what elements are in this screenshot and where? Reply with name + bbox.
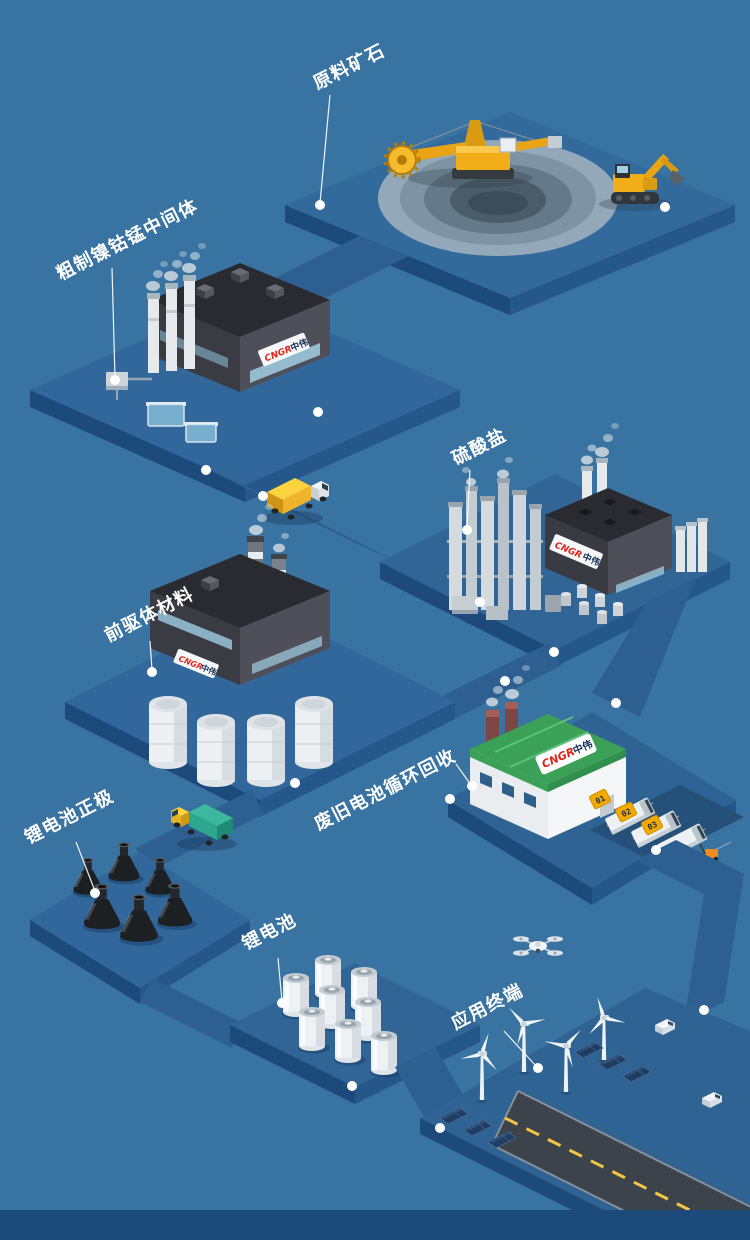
sulfate-plant-building: CNGR 中伟	[545, 423, 708, 595]
path-node-dot	[699, 1005, 709, 1015]
battery-cell	[334, 1019, 366, 1066]
smoke	[581, 423, 619, 465]
label-line-recycling	[455, 763, 472, 786]
bucket-wheel-excavator-illustration	[383, 120, 562, 188]
label-lines	[75, 94, 537, 1067]
dock-number-sign: 01	[588, 788, 612, 810]
path-node-dot	[651, 845, 661, 855]
dock-number-sign: 03	[640, 814, 664, 836]
green-truck-illustration	[171, 804, 237, 851]
solar-panel	[574, 1041, 604, 1059]
smoke	[146, 243, 206, 291]
path-node-dot	[660, 202, 670, 212]
solar-panel	[463, 1119, 493, 1137]
flask	[144, 857, 179, 898]
solar-panel	[439, 1107, 469, 1125]
smoke	[249, 504, 289, 553]
path-node-dot	[290, 778, 300, 788]
path-node-dot	[347, 1081, 357, 1091]
path-node-dot	[258, 491, 268, 501]
path-node-dot	[435, 1123, 445, 1133]
path-node-dot	[315, 200, 325, 210]
van-illustration	[702, 1092, 722, 1108]
path-ribbon	[636, 840, 744, 894]
flask	[107, 842, 144, 885]
platform-front-band	[0, 1210, 750, 1240]
platform-precursor: CNGR 中伟	[65, 504, 455, 817]
label-line-sulfate	[466, 469, 471, 529]
platform-recycling: CNGR 中伟 01	[448, 665, 744, 905]
wind-turbine	[544, 1029, 581, 1095]
chemical-columns	[447, 457, 543, 620]
battery-cell	[370, 1031, 402, 1078]
path-ribbon	[684, 874, 744, 1022]
path-ribbon	[185, 458, 404, 565]
path-node-dot	[549, 647, 559, 657]
path-node-dot	[445, 794, 455, 804]
path-node-dot	[277, 998, 287, 1008]
flask	[119, 894, 164, 946]
recycling-plant-illustration: CNGR 中伟	[470, 714, 626, 839]
delivery-truck-illustration	[263, 478, 329, 525]
solar-panel	[622, 1065, 652, 1083]
smoke	[462, 457, 513, 486]
platform-crude-intermediate: CNGR 中伟	[30, 243, 460, 502]
label-line-raw-ore	[319, 94, 331, 204]
excavator-illustration	[599, 154, 685, 211]
precursor-factory-illustration: CNGR 中伟	[150, 554, 330, 685]
dock-number-sign: 02	[614, 801, 638, 823]
platform-terminal	[0, 988, 750, 1240]
path-node-dot	[313, 407, 323, 417]
label-line-cathode	[75, 841, 96, 892]
path-node-dot	[500, 676, 510, 686]
path-node-dot	[467, 781, 477, 791]
wind-turbine	[589, 996, 626, 1063]
path-node-dot	[90, 888, 100, 898]
path-node-dot	[110, 375, 120, 385]
battery-cell	[298, 1007, 330, 1054]
path-node-dot	[533, 1063, 543, 1073]
solar-panel	[487, 1131, 517, 1149]
label-line-terminal	[503, 1030, 537, 1067]
path-node-dot	[462, 525, 472, 535]
path-nodes	[90, 200, 709, 1133]
factory-crude-intermediate-illustration: CNGR 中伟	[106, 243, 330, 443]
svg-text:03: 03	[646, 820, 659, 832]
path-ribbon	[140, 978, 244, 1048]
svg-text:02: 02	[620, 807, 633, 819]
flask	[83, 883, 126, 933]
path-node-dot	[147, 667, 157, 677]
smoke	[486, 665, 530, 707]
small-tanks	[545, 584, 623, 624]
path-node-dot	[201, 465, 211, 475]
mining-pit-illustration	[378, 140, 618, 256]
path-node-dot	[611, 698, 621, 708]
drone-illustration	[513, 936, 563, 956]
storage-tanks	[149, 696, 333, 787]
wind-turbine	[460, 1033, 497, 1103]
solar-panel	[598, 1053, 628, 1071]
label-line-precursor	[149, 640, 153, 671]
path-node-dot	[475, 597, 485, 607]
van-illustration	[655, 1019, 675, 1035]
wind-turbine	[509, 1007, 546, 1075]
flask	[157, 883, 197, 930]
cngr-sign: CNGR 中伟	[173, 648, 219, 679]
cngr-logo: CNGR 中伟	[535, 733, 597, 775]
battery-cells-illustration	[282, 955, 402, 1078]
path-ribbon	[592, 577, 696, 717]
solar-panel-array	[439, 1041, 652, 1149]
svg-text:01: 01	[594, 794, 607, 806]
label-line-battery	[277, 957, 283, 1002]
label-line-crude	[111, 267, 116, 379]
chimneys	[147, 275, 196, 373]
